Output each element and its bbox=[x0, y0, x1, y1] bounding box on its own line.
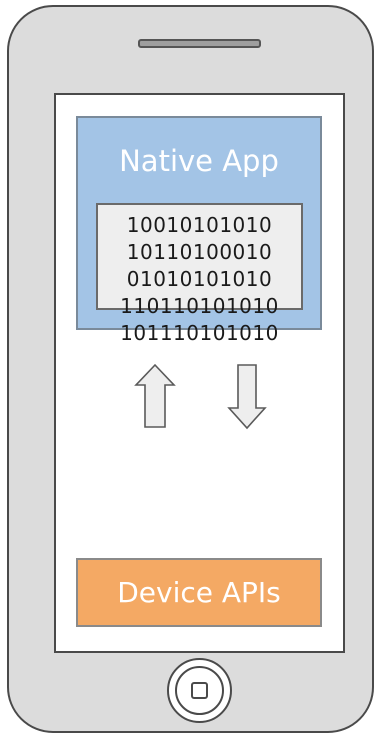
binary-line: 110110101010 bbox=[120, 294, 279, 318]
device-apis-title: Device APIs bbox=[117, 576, 281, 609]
binary-line: 101110101010 bbox=[120, 321, 279, 345]
native-app-title: Native App bbox=[119, 144, 279, 178]
binary-line: 10110100010 bbox=[126, 240, 273, 264]
binary-code-box: 10010101010 10110100010 01010101010 1101… bbox=[96, 203, 303, 345]
home-button-square bbox=[191, 682, 208, 699]
phone-screen: Native App 10010101010 10110100010 01010… bbox=[54, 93, 345, 653]
device-apis-box: Device APIs bbox=[76, 558, 322, 627]
up-arrow-icon bbox=[134, 363, 176, 428]
down-arrow-icon bbox=[227, 364, 267, 430]
phone-frame: Native App 10010101010 10110100010 01010… bbox=[7, 5, 374, 733]
native-app-box: Native App 10010101010 10110100010 01010… bbox=[76, 116, 322, 345]
binary-line: 10010101010 bbox=[126, 213, 273, 237]
home-button-icon[interactable] bbox=[167, 658, 232, 723]
binary-code-lines: 10010101010 10110100010 01010101010 1101… bbox=[98, 212, 301, 347]
speaker-slot bbox=[138, 39, 261, 48]
binary-line: 01010101010 bbox=[126, 267, 273, 291]
home-button-ring bbox=[175, 666, 224, 715]
